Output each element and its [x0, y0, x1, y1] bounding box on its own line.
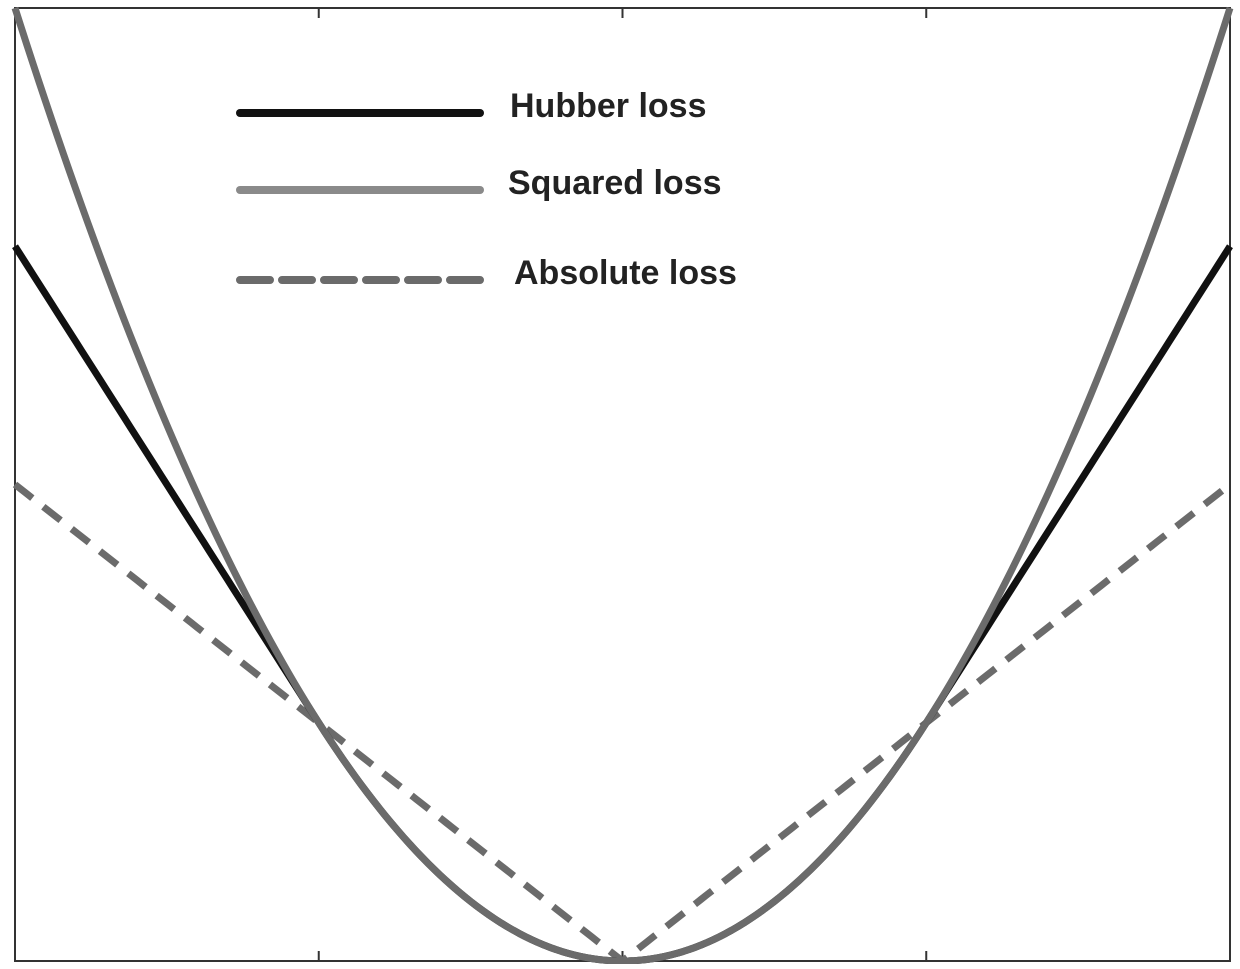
legend-label-huber: Hubber loss — [510, 87, 706, 125]
series-layer — [11, 6, 1234, 965]
legend-label-absolute: Absolute loss — [514, 254, 737, 292]
plot-frame — [14, 7, 1231, 962]
legend-label-squared: Squared loss — [508, 164, 722, 202]
series-line-squared — [11, 6, 1234, 965]
